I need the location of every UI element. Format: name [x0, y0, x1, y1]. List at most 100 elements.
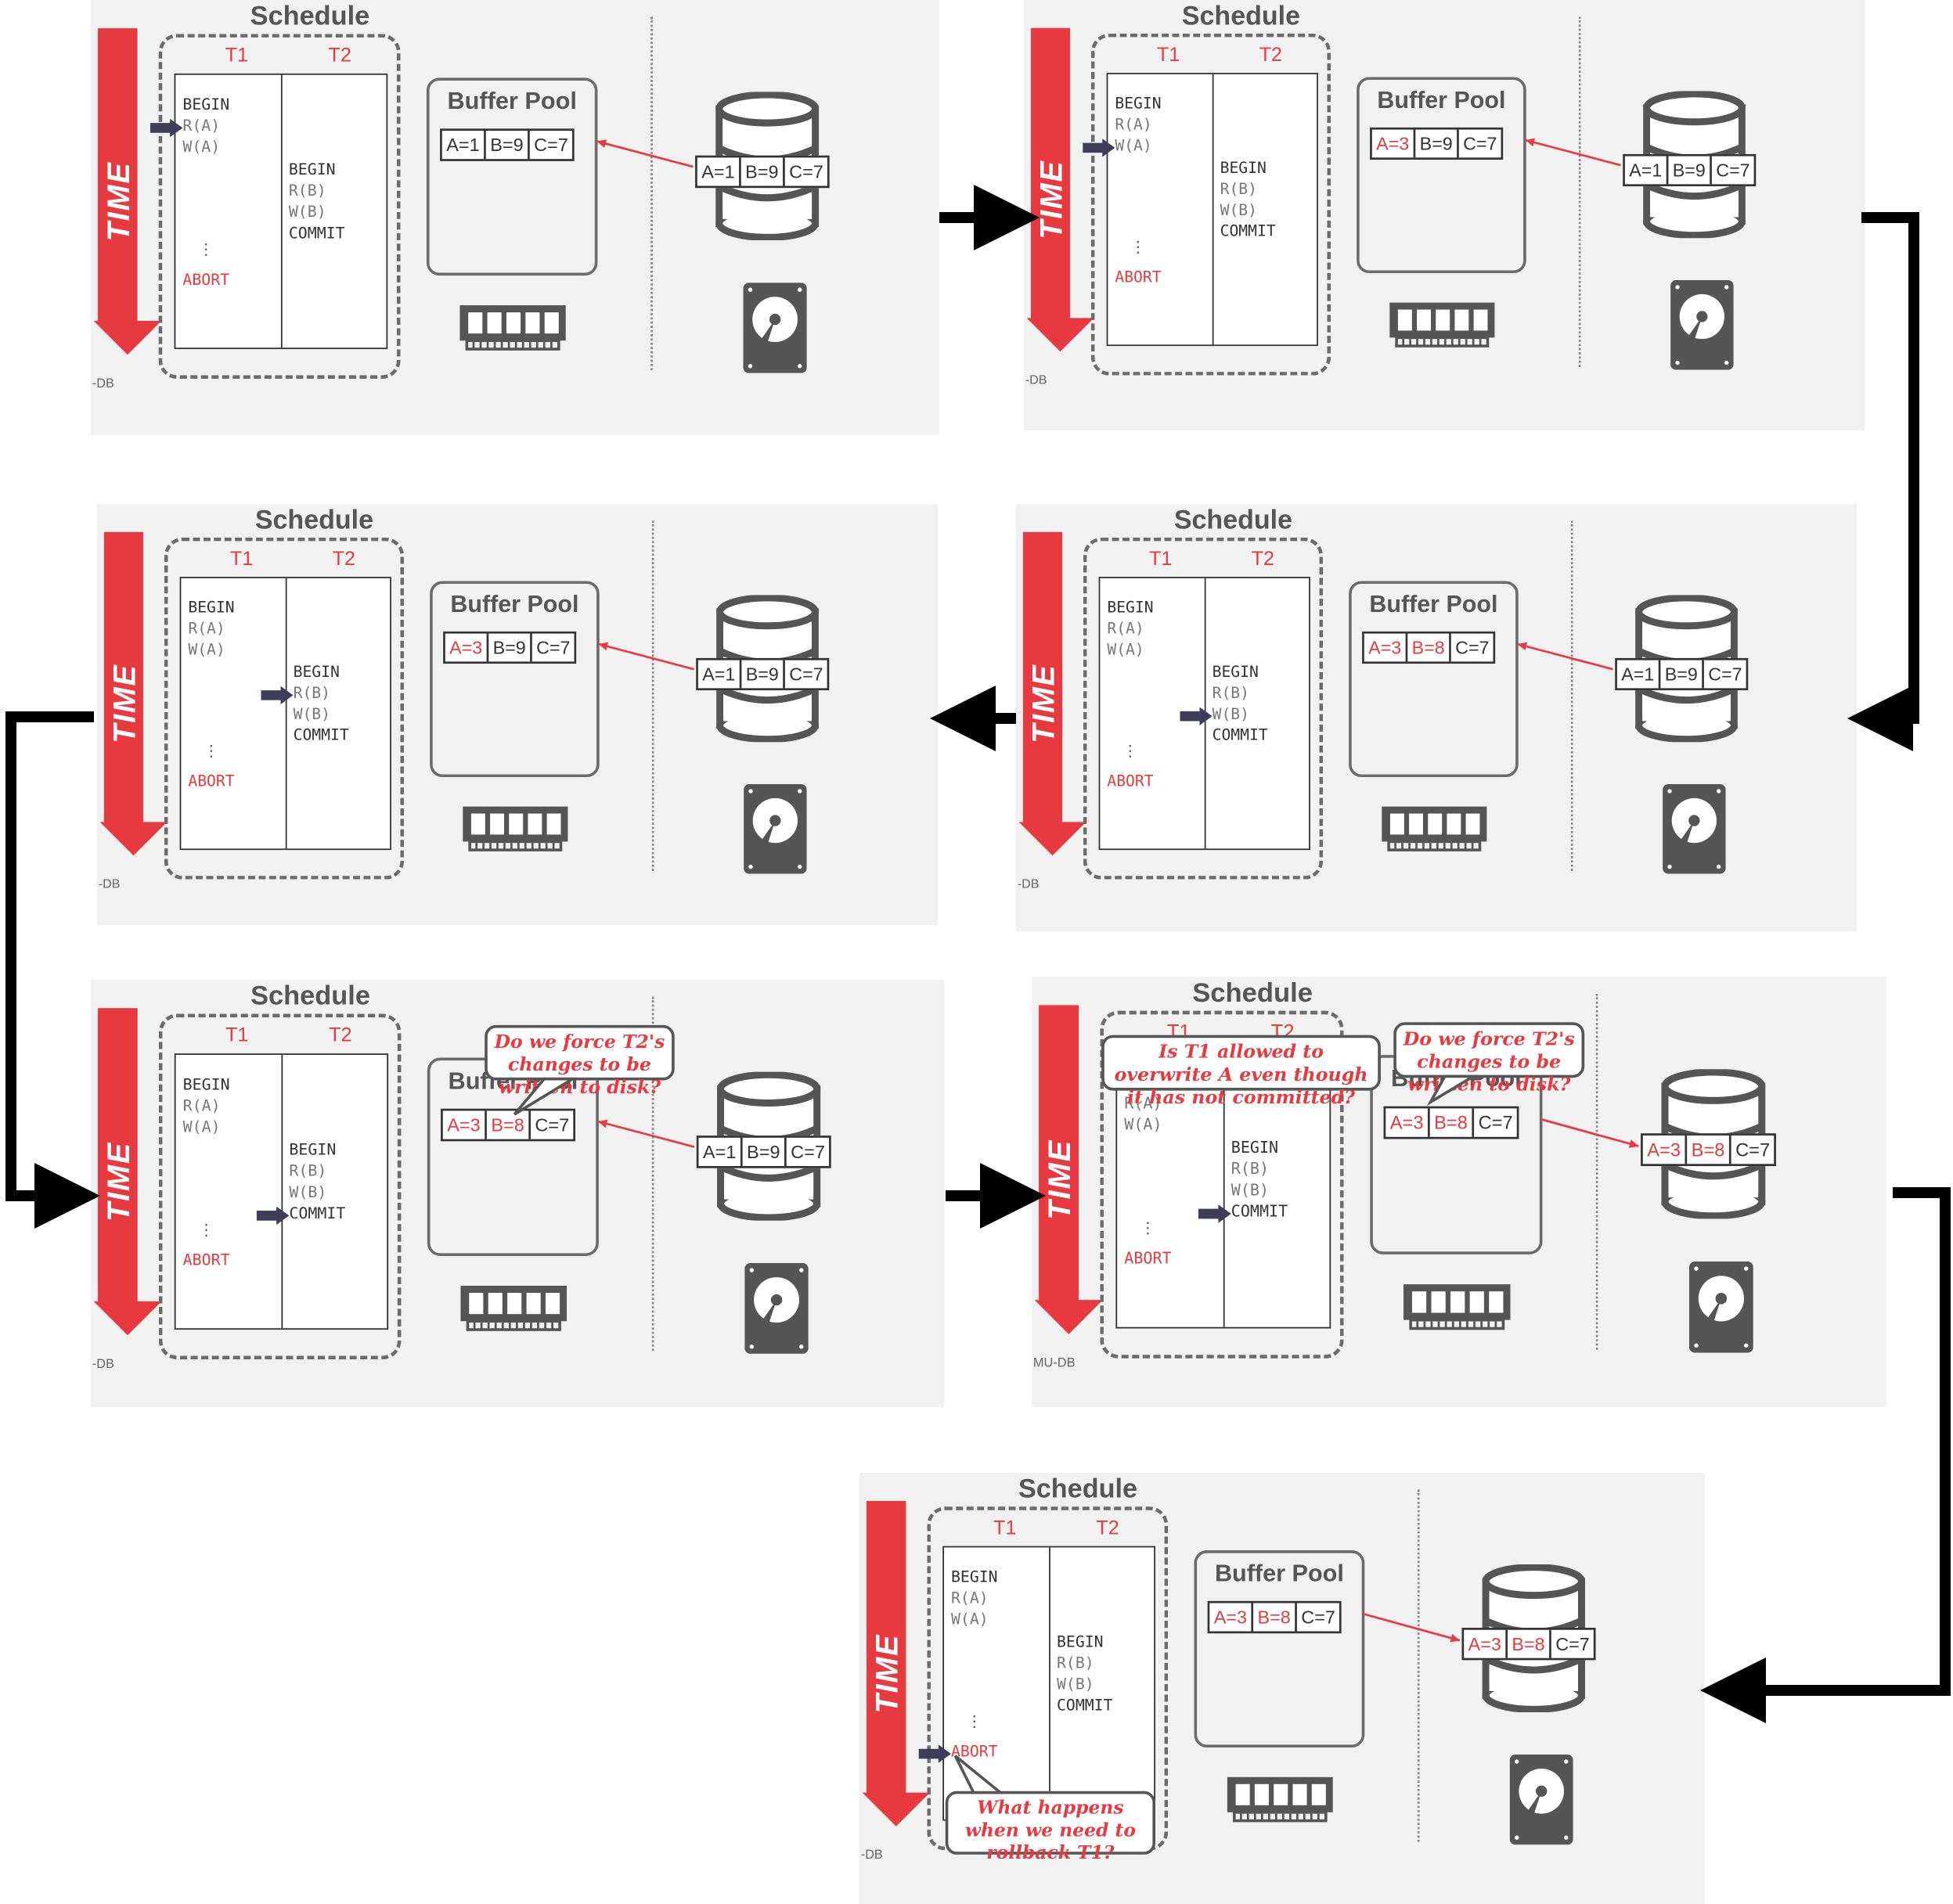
disk-values-cell: B=9	[741, 157, 785, 186]
t1-ellipsis: ⋮	[1140, 1218, 1156, 1237]
disk-values-cell: C=7	[1555, 1633, 1590, 1655]
schedule-frame	[158, 34, 401, 380]
footer-label: -DB	[1025, 373, 1047, 387]
t2-op-wb: W(B)	[1231, 1182, 1270, 1200]
callout-force-write: Do we force T2's changes to be written t…	[1393, 1022, 1585, 1096]
buffer-pool-values-cell: B=8	[487, 1110, 531, 1139]
disk-values-cell: B=9	[1668, 156, 1712, 185]
current-op-pointer-icon	[918, 1744, 951, 1763]
t2-op-commit: COMMIT	[288, 225, 345, 243]
t1-op-ra: R(A)	[188, 620, 225, 638]
t1-op-abort: ABORT	[182, 271, 230, 290]
time-arrow-head	[1034, 1300, 1103, 1334]
t1-header: T1	[230, 547, 254, 570]
t1-op-ra: R(A)	[182, 117, 221, 135]
current-op-pointer-icon	[256, 1206, 290, 1226]
memory-disk-divider	[1570, 520, 1573, 871]
buffer-pool-values-cell: B=9	[486, 131, 530, 160]
schedule-table	[174, 1053, 389, 1330]
schedule-title: Schedule	[1173, 505, 1293, 535]
time-arrow-head	[93, 320, 162, 355]
t1-op-wa: W(A)	[188, 641, 225, 659]
t1-ellipsis: ⋮	[1130, 238, 1146, 256]
time-arrow: TIME	[1026, 27, 1094, 352]
time-arrow: TIME	[862, 1501, 930, 1827]
schedule-title: Schedule	[1018, 1474, 1138, 1504]
t1-op-begin: BEGIN	[188, 599, 235, 617]
disk-values-cell: C=7	[789, 664, 823, 685]
memory-chip-icon	[1382, 806, 1487, 851]
schedule-title: Schedule	[250, 981, 370, 1011]
time-arrow-head	[862, 1792, 930, 1827]
disk-values-cell: C=7	[791, 1141, 825, 1163]
disk-values-cell: A=1	[1625, 156, 1669, 185]
schedule-title: Schedule	[1192, 977, 1313, 1009]
t2-op-commit: COMMIT	[293, 726, 349, 744]
memory-chip-icon	[1403, 1284, 1511, 1330]
memory-disk-divider	[1578, 16, 1581, 367]
time-label: TIME	[101, 161, 136, 242]
hard-disk-icon	[1663, 784, 1726, 874]
schedule-frame	[1083, 537, 1324, 880]
t1-op-begin: BEGIN	[182, 95, 230, 114]
time-arrow-head	[1018, 822, 1086, 856]
disk-values-cell: B=9	[741, 660, 785, 689]
t2-header: T2	[1096, 1516, 1119, 1539]
t1-op-abort: ABORT	[951, 1743, 998, 1762]
memory-disk-divider	[650, 16, 653, 371]
hard-disk-icon	[743, 283, 807, 373]
t1-op-ra: R(A)	[182, 1097, 221, 1115]
buffer-pool-values-cell: C=7	[535, 1114, 570, 1136]
disk-values-cell: C=7	[789, 160, 823, 182]
time-arrow: TIME	[99, 531, 168, 856]
buffer-pool-values-cell: A=3	[1364, 633, 1408, 662]
disk-values-cell: A=1	[697, 157, 741, 186]
t1-op-abort: ABORT	[182, 1251, 230, 1270]
schedule-divider	[1212, 74, 1214, 345]
t2-op-commit: COMMIT	[1220, 222, 1276, 240]
t2-op-begin: BEGIN	[293, 664, 340, 682]
t2-op-begin: BEGIN	[288, 160, 336, 179]
disk-values-cell: A=1	[698, 1137, 743, 1167]
t2-op-commit: COMMIT	[1231, 1203, 1288, 1222]
footer-label: -DB	[92, 1356, 114, 1371]
memory-chip-icon	[1389, 302, 1495, 347]
t2-op-commit: COMMIT	[289, 1204, 346, 1223]
schedule-title: Schedule	[250, 1, 370, 31]
memory-disk-divider	[1595, 993, 1598, 1350]
buffer-pool-values-cell: C=7	[534, 134, 568, 156]
hard-disk-icon	[744, 784, 807, 874]
disk-values-cell: A=1	[1617, 660, 1661, 689]
time-label: TIME	[1026, 664, 1061, 743]
t2-op-wb: W(B)	[289, 1183, 327, 1202]
time-arrow: TIME	[1018, 531, 1086, 856]
schedule-divider	[280, 74, 283, 348]
t1-op-wa: W(A)	[1124, 1116, 1162, 1135]
schedule-frame	[1100, 1010, 1344, 1359]
memory-disk-divider	[651, 520, 654, 871]
t1-op-wa: W(A)	[1107, 641, 1144, 659]
hard-disk-icon	[1688, 1262, 1753, 1353]
current-op-pointer-icon	[1180, 707, 1213, 725]
schedule-frame	[164, 537, 405, 880]
t2-op-begin: BEGIN	[1212, 664, 1259, 682]
t1-op-wa: W(A)	[182, 138, 221, 157]
memory-disk-divider	[1417, 1489, 1420, 1842]
schedule-frame	[158, 1013, 402, 1360]
disk-values-cell: C=7	[1716, 160, 1750, 181]
t2-op-rb: R(B)	[293, 684, 331, 703]
